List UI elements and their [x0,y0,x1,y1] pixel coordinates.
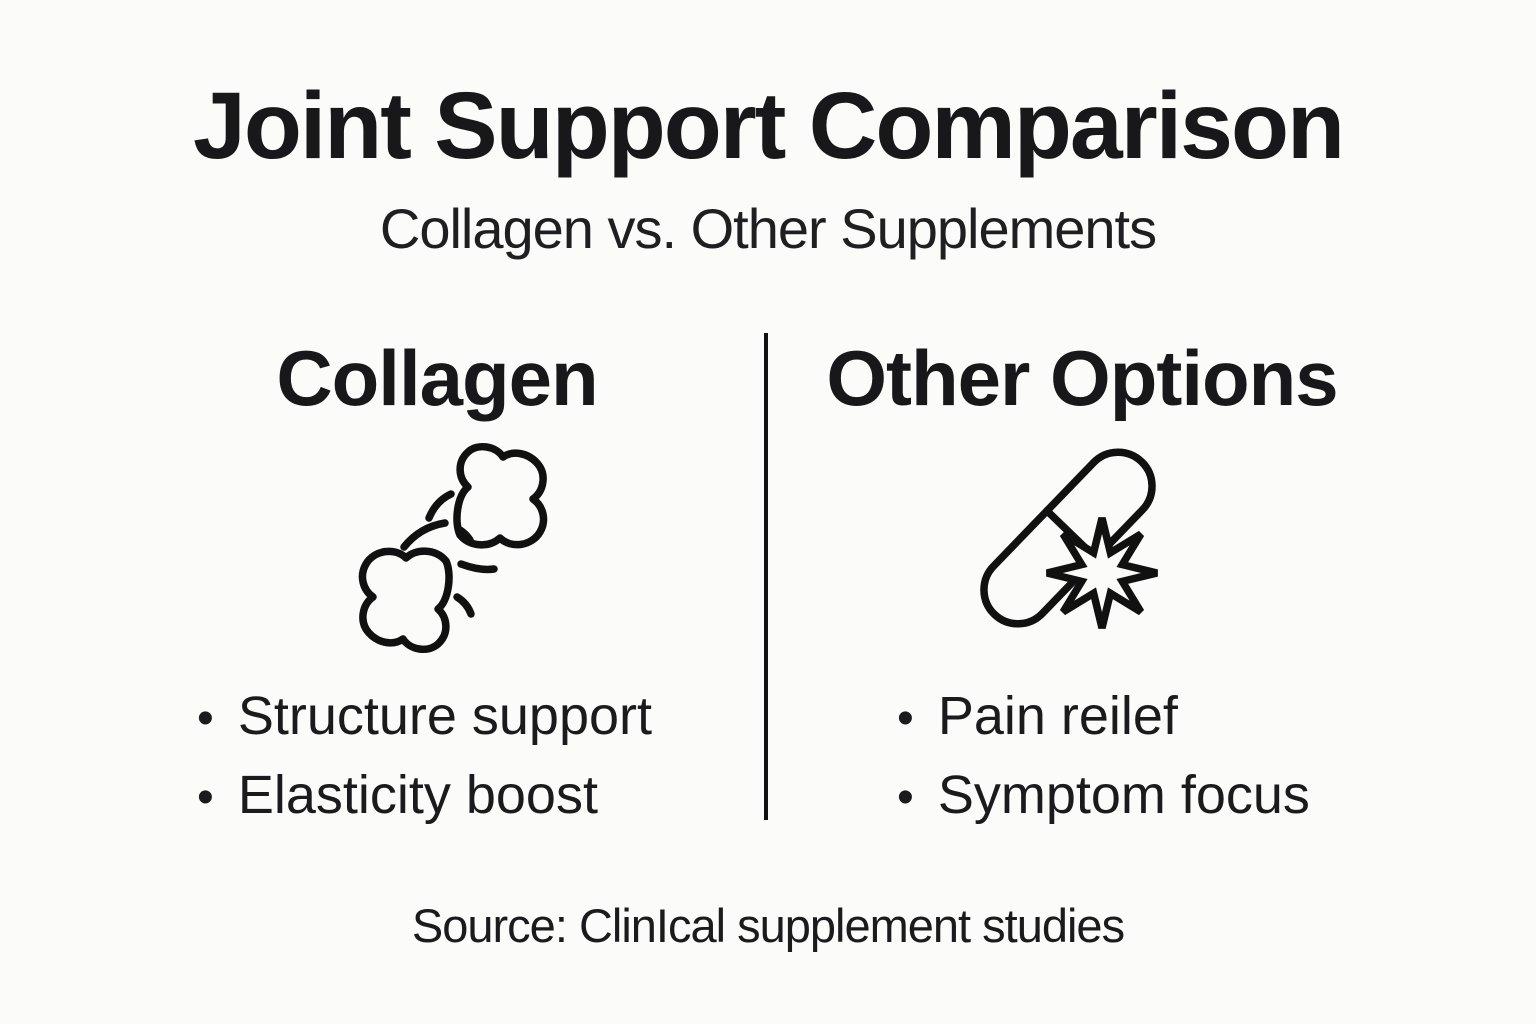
page-title: Joint Support Comparison [192,73,1345,179]
page-subtitle: Collagen vs. Other Supplements [379,197,1157,260]
column-heading-other-options: Other Options [826,334,1338,422]
column-divider [764,333,768,820]
source-note: Source: ClinIcal supplement studies [411,899,1125,952]
list-item: • Pain reilef [897,678,1310,757]
bullet-text: Structure support [237,686,653,746]
other-options-icon-wrap [955,428,1215,668]
collagen-icon-wrap [333,428,573,668]
bullet-dot: • [197,692,214,745]
list-item: • Structure support [197,678,652,757]
bullet-text: Pain reilef [937,686,1178,746]
column-heading-collagen: Collagen [276,334,598,422]
capsule-starburst-icon [980,448,1158,629]
bullet-text: Symptom focus [937,765,1310,825]
other-options-bullet-list: • Pain reilef • Symptom focus [897,678,1310,836]
bullet-dot: • [197,771,214,824]
bone-joint-icon [358,442,548,654]
list-item: • Elasticity boost [197,757,652,836]
list-item: • Symptom focus [897,757,1310,836]
starburst-shape [1046,517,1158,629]
bullet-dot: • [897,771,914,824]
collagen-bullet-list: • Structure support • Elasticity boost [197,678,652,836]
bullet-text: Elasticity boost [237,765,598,825]
comparison-area: Collagen • Structure support [0,333,1536,833]
bullet-dot: • [897,692,914,745]
